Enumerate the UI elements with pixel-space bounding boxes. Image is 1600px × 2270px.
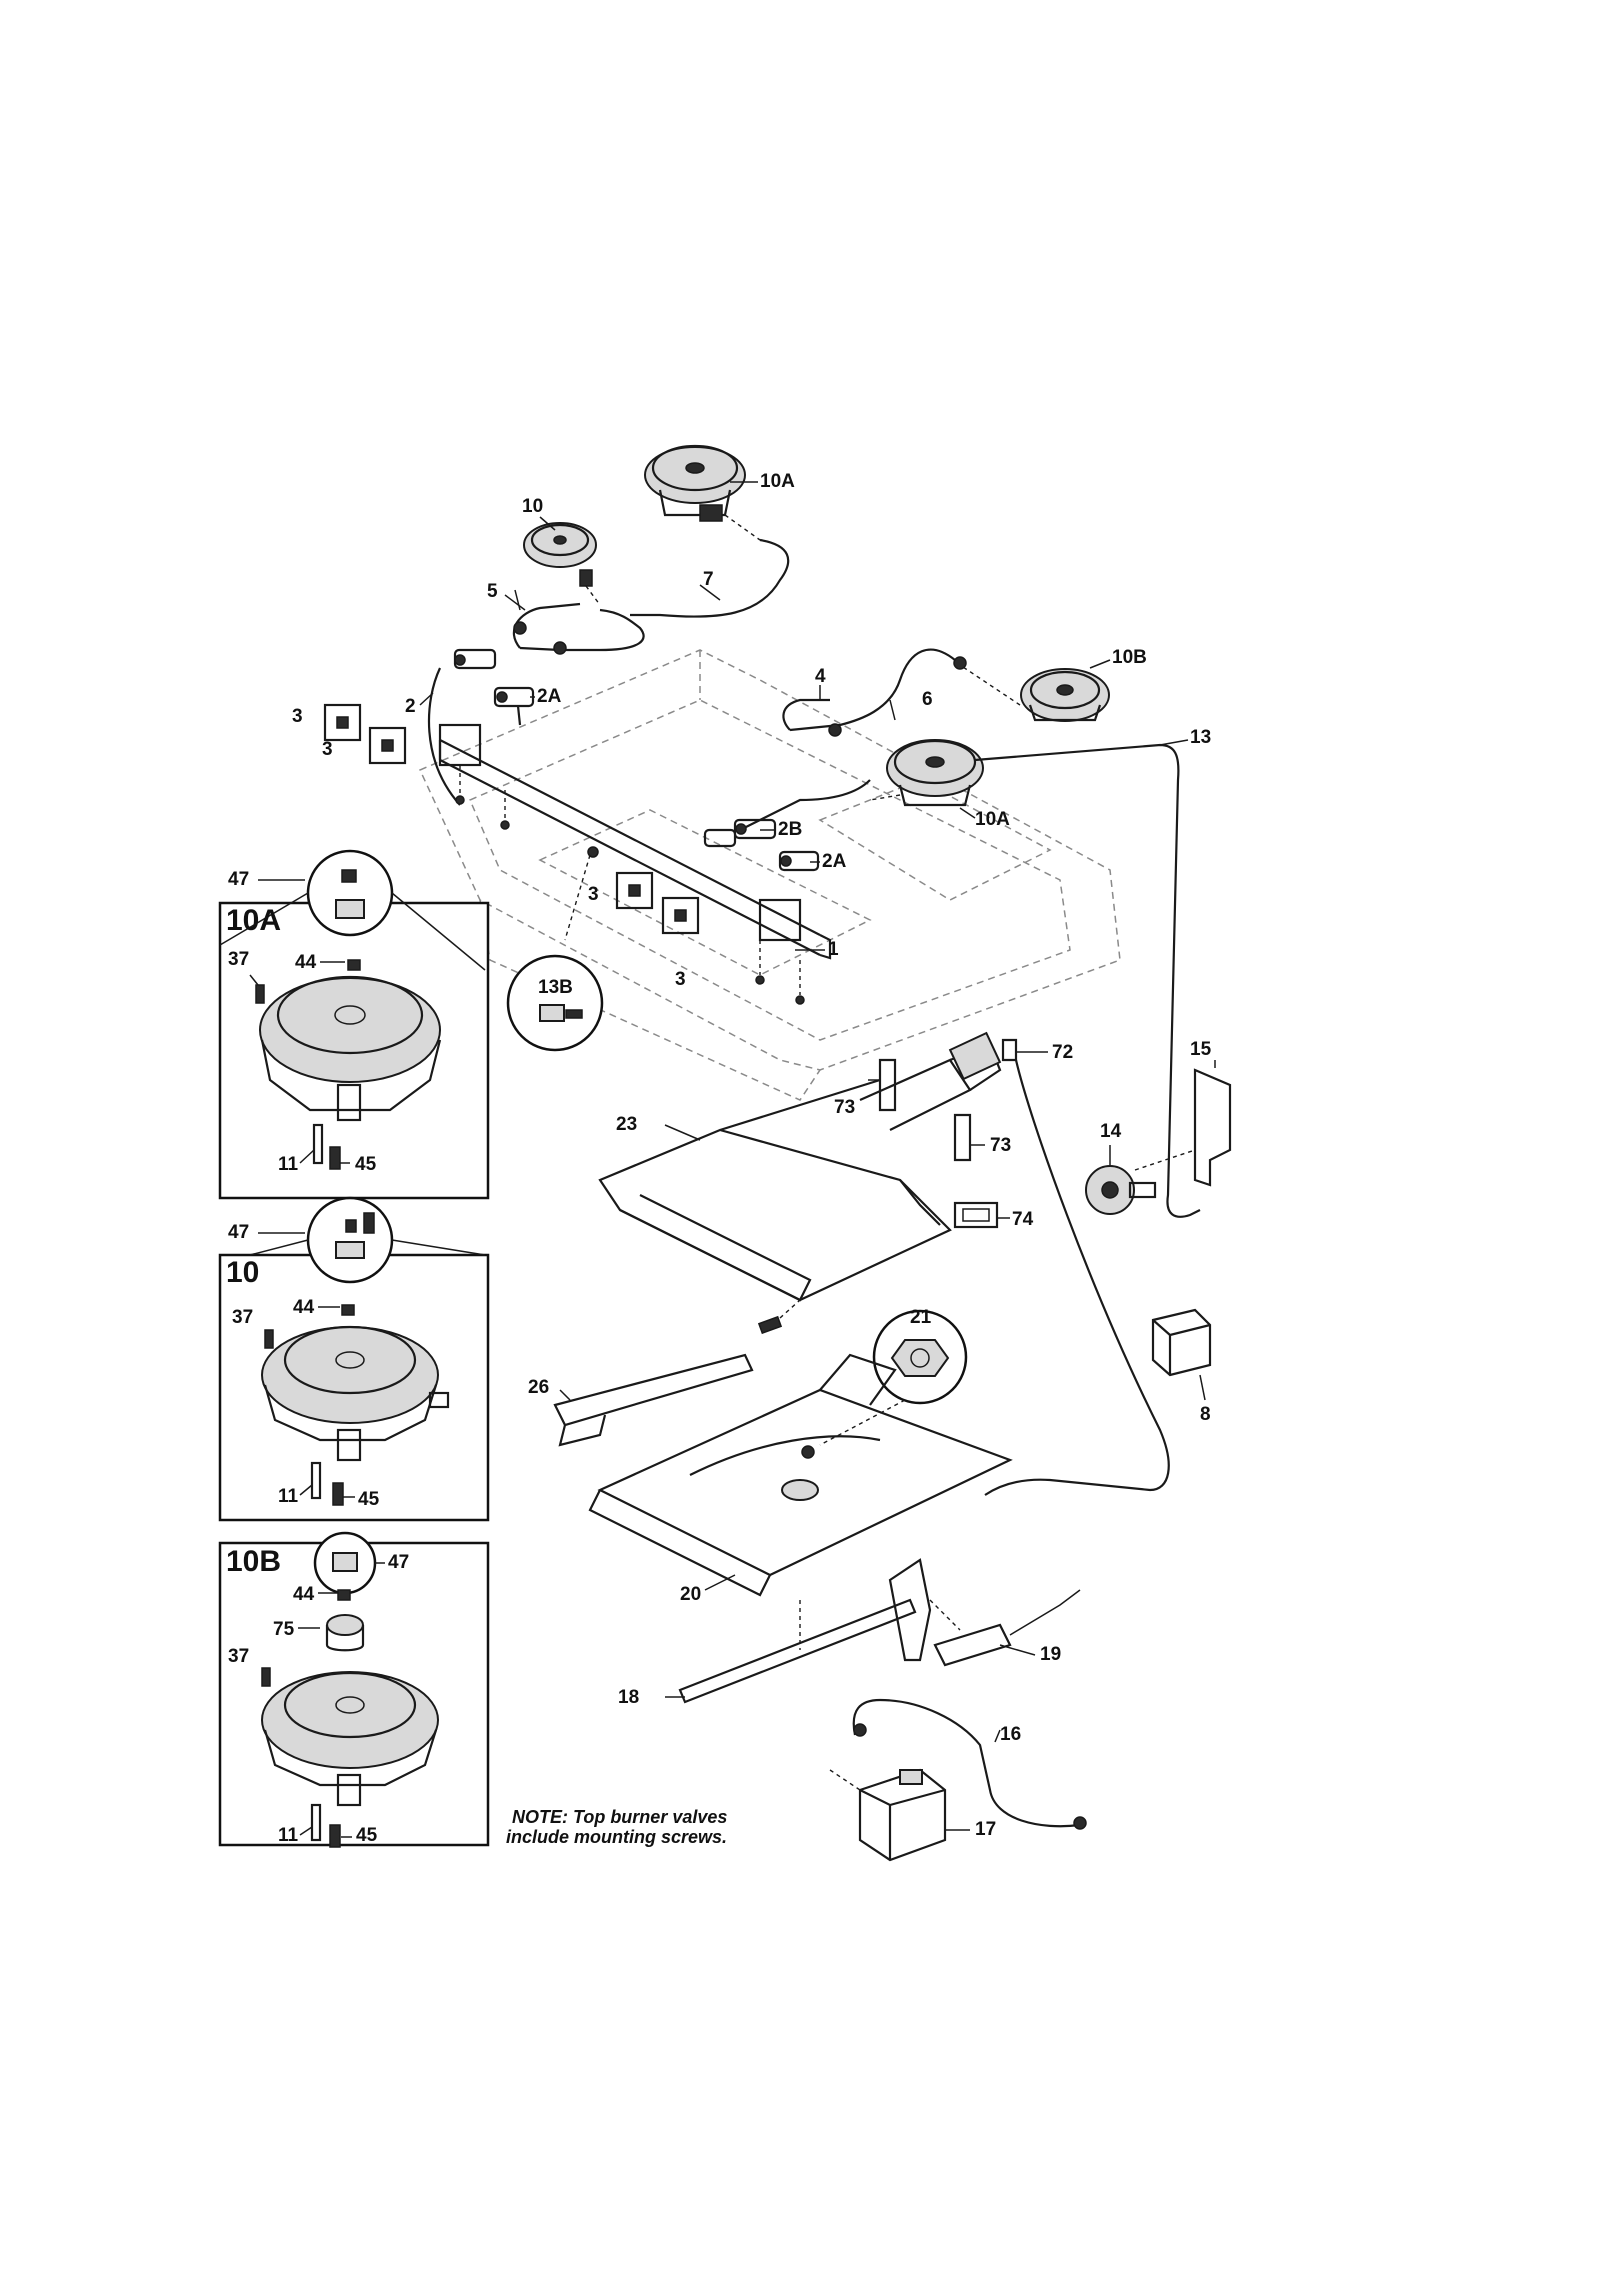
callout-2a-left: 2A: [537, 686, 562, 707]
safety-valve-17: [829, 1768, 947, 1862]
inset-10a-part-37: 37: [228, 949, 250, 970]
burner-19: [888, 1558, 1081, 1667]
callout-2: 2: [405, 696, 416, 717]
callout-17: 17: [975, 1819, 997, 1840]
callout-26: 26: [528, 1377, 550, 1398]
inset-10b-part-37: 37: [228, 1646, 250, 1667]
callout-2b: 2B: [778, 819, 803, 840]
burner-10b-top: [1020, 668, 1110, 722]
bracket-72: [1001, 1038, 1018, 1062]
inset-10b-part-75: 75: [273, 1619, 295, 1640]
bracket-3c: [615, 871, 654, 910]
burner-10a-top: [644, 444, 746, 522]
callout-10b-top: 10B: [1112, 647, 1147, 668]
screw-13b-callout: [506, 846, 604, 1052]
note-line-2: include mounting screws.: [506, 1827, 728, 1847]
bracket-73b: [953, 1113, 972, 1162]
inset-10a-part-44: 44: [295, 952, 317, 973]
igniter-26: [553, 1299, 801, 1447]
callout-3c: 3: [588, 884, 599, 905]
spark-module-8: [1151, 1308, 1212, 1377]
callout-6: 6: [922, 689, 933, 710]
callout-4: 4: [815, 666, 826, 687]
valve-2b: [703, 818, 777, 848]
callout-3b: 3: [322, 739, 333, 760]
inset-10-part-37: 37: [232, 1307, 254, 1328]
inset-10-part-45: 45: [358, 1489, 380, 1510]
callout-2a-mid: 2A: [822, 851, 847, 872]
inset-box-10a: [218, 849, 490, 1200]
callout-18: 18: [618, 1687, 640, 1708]
inset-10-part-47: 47: [228, 1222, 250, 1243]
callout-74: 74: [1012, 1209, 1034, 1230]
inset-10b-part-47: 47: [388, 1552, 410, 1573]
inset-10a-part-45: 45: [355, 1154, 377, 1175]
callout-3a: 3: [292, 706, 303, 727]
bracket-15: [1193, 1068, 1232, 1187]
flame-spreader-20: [588, 1353, 1013, 1597]
inset-10a-title: 10A: [226, 904, 282, 937]
manifold-pipe-1: [438, 723, 832, 1005]
inset-10b-title: 10B: [226, 1545, 282, 1578]
callout-10-top: 10: [522, 496, 544, 517]
callout-1: 1: [828, 939, 839, 960]
bracket-3d: [661, 896, 700, 935]
oven-burner-23: [598, 1031, 1002, 1302]
bracket-3b: [368, 726, 407, 765]
valve-2: [427, 648, 497, 806]
callout-3d: 3: [675, 969, 686, 990]
callout-13: 13: [1190, 727, 1212, 748]
callout-72: 72: [1052, 1042, 1074, 1063]
callout-73b: 73: [990, 1135, 1012, 1156]
valve-2a-mid: [778, 850, 820, 872]
callout-23: 23: [616, 1114, 638, 1135]
callout-7: 7: [703, 569, 714, 590]
callout-10a-top: 10A: [760, 471, 795, 492]
callout-10a-mid: 10A: [975, 809, 1010, 830]
callout-14: 14: [1100, 1121, 1122, 1142]
burner-support-18: [678, 1598, 917, 1704]
callout-5: 5: [487, 581, 498, 602]
inset-box-10b: [218, 1531, 490, 1848]
inset-10-part-44: 44: [293, 1297, 315, 1318]
callout-73a: 73: [834, 1097, 856, 1118]
inset-10b-part-11: 11: [278, 1825, 299, 1846]
inset-10b-part-45: 45: [356, 1825, 378, 1846]
callout-20: 20: [680, 1584, 702, 1605]
regulator-14: [1085, 1165, 1157, 1215]
callout-16: 16: [1000, 1724, 1022, 1745]
callout-19: 19: [1040, 1644, 1062, 1665]
valve-2a-left: [493, 686, 535, 726]
burner-10-top: [523, 522, 597, 587]
burner-10a-mid: [886, 739, 984, 807]
inset-box-10: [218, 1196, 490, 1522]
callout-13b: 13B: [538, 977, 573, 998]
callout-15: 15: [1190, 1039, 1212, 1060]
nut-21-callout: [801, 1309, 968, 1459]
callout-21: 21: [910, 1307, 932, 1328]
inset-10-part-11: 11: [278, 1486, 299, 1507]
inset-10a-part-11: 11: [278, 1154, 299, 1175]
note-line-1: NOTE: Top burner valves: [512, 1807, 728, 1827]
inset-10-title: 10: [226, 1256, 260, 1289]
inset-10a-part-47: 47: [228, 869, 250, 890]
gasket-74: [953, 1201, 999, 1229]
inset-10b-part-44: 44: [293, 1584, 315, 1605]
bracket-73a: [878, 1058, 897, 1112]
bracket-3a: [323, 703, 362, 742]
callout-8: 8: [1200, 1404, 1211, 1425]
